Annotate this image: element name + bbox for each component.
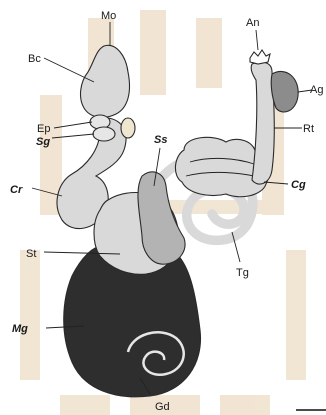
- label-bc: Bc: [28, 53, 41, 65]
- stomach: [94, 172, 185, 274]
- label-cg: Cg: [291, 179, 306, 191]
- salivary-gland-3: [121, 118, 135, 138]
- buccal-mass-shape: [81, 45, 130, 117]
- label-gd: Gd: [155, 401, 170, 413]
- label-mo: Mo: [101, 10, 116, 22]
- label-sg: Sg: [36, 136, 50, 148]
- label-mg: Mg: [12, 323, 28, 335]
- label-cr: Cr: [10, 184, 23, 196]
- label-an: An: [246, 17, 259, 29]
- stomach-sac: [138, 172, 185, 264]
- label-ss: Ss: [154, 134, 167, 146]
- anus: [250, 50, 270, 64]
- label-tg: Tg: [236, 267, 249, 279]
- anal-gland: [271, 71, 298, 112]
- salivary-gland-2: [93, 127, 115, 141]
- label-st: St: [26, 248, 36, 260]
- label-rt: Rt: [303, 123, 314, 135]
- label-ag: Ag: [310, 84, 323, 96]
- label-ep: Ep: [37, 123, 50, 135]
- buccal-mass: [81, 45, 130, 117]
